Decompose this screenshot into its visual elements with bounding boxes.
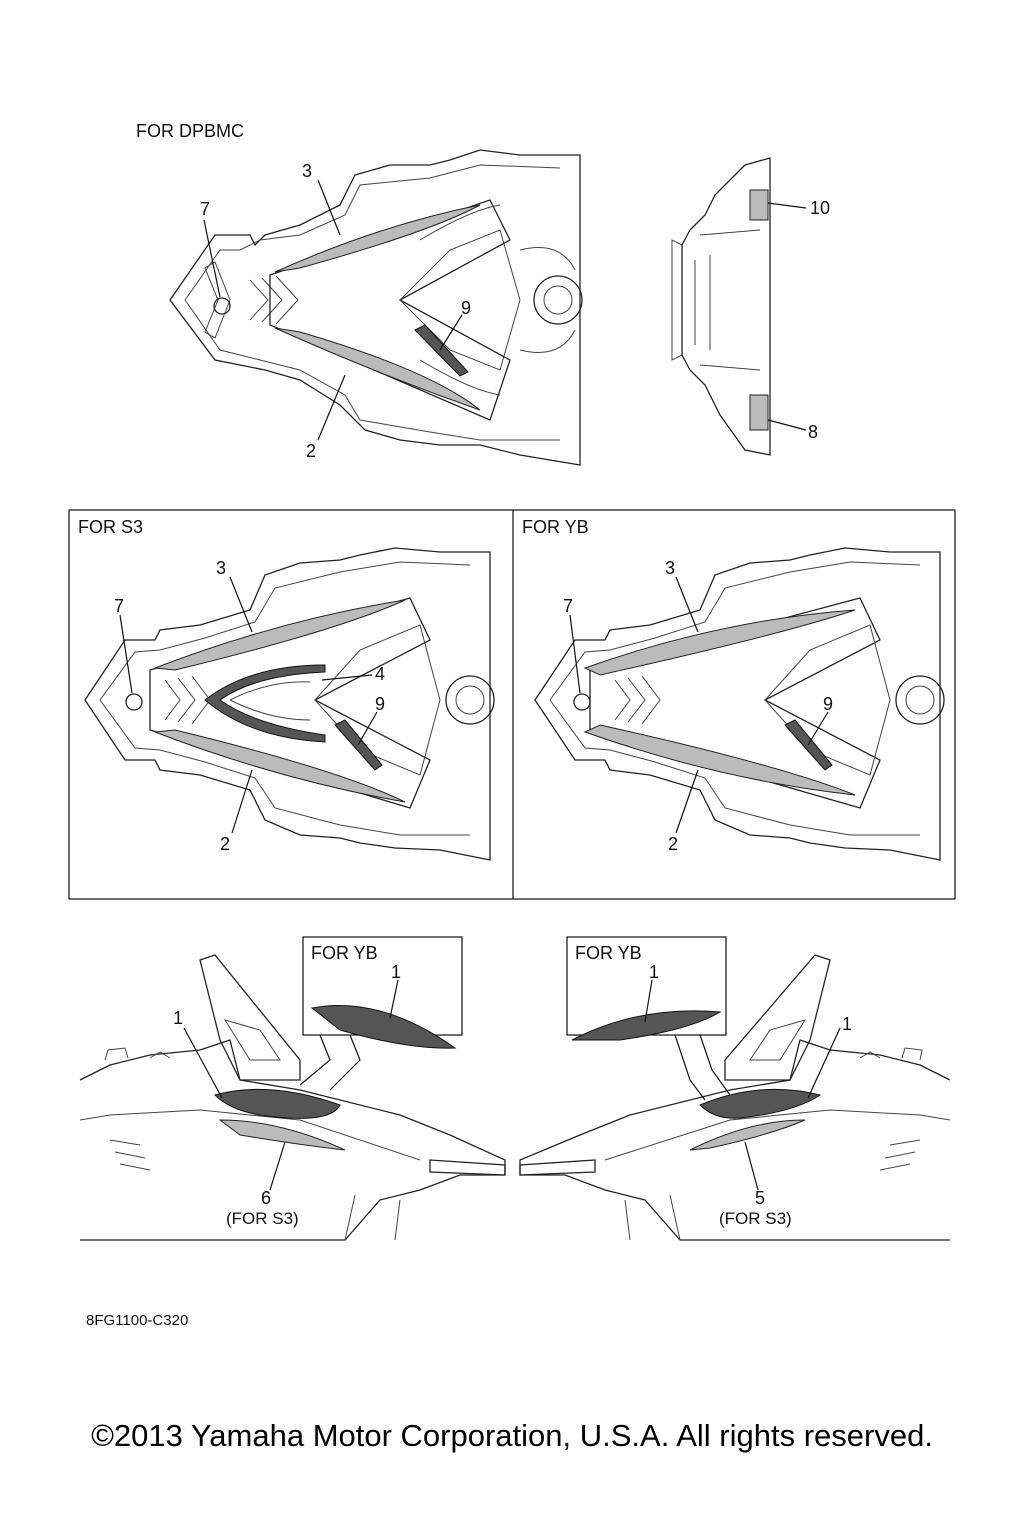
- callout-left-6-note: (FOR S3): [226, 1209, 299, 1228]
- callout-right-5: 5: [755, 1188, 765, 1208]
- callout-yb-2: 2: [668, 834, 678, 854]
- callout-top-2: 2: [306, 441, 316, 461]
- callout-left-1: 1: [173, 1008, 183, 1028]
- callout-left-6: 6: [261, 1188, 271, 1208]
- callout-yb-3: 3: [665, 558, 675, 578]
- right-side-view: FOR YB 1 1 5 (FOR S3): [519, 936, 951, 1241]
- callout-right-1: 1: [842, 1014, 852, 1034]
- s3-deck-view: FOR S3 7 3 4 9 2: [78, 517, 495, 861]
- heading-for-yb: FOR YB: [522, 517, 589, 537]
- callout-left-inset-1: 1: [391, 962, 401, 982]
- yb-deck-view: FOR YB 7 3 9 2: [522, 517, 945, 861]
- callout-right-5-note: (FOR S3): [719, 1209, 792, 1228]
- callout-top-3: 3: [302, 161, 312, 181]
- heading-right-inset-for-yb: FOR YB: [575, 943, 642, 963]
- callout-s3-7: 7: [114, 596, 124, 616]
- dpbmc-rear-view: 10 8: [671, 157, 830, 456]
- callout-s3-9: 9: [375, 694, 385, 714]
- callout-s3-4: 4: [375, 664, 385, 684]
- dpbmc-deck-view: FOR DPBMC 7 3 9 2: [136, 121, 583, 466]
- heading-for-s3: FOR S3: [78, 517, 143, 537]
- left-side-view: FOR YB 1 1 6 (FOR S3): [79, 936, 506, 1241]
- variant-frame: [68, 509, 956, 900]
- callout-yb-9: 9: [823, 694, 833, 714]
- diagram-code: 8FG1100-C320: [86, 1312, 188, 1329]
- callout-right-inset-1: 1: [649, 962, 659, 982]
- callout-s3-2: 2: [220, 834, 230, 854]
- callout-yb-7: 7: [563, 596, 573, 616]
- copyright-notice: ©2013 Yamaha Motor Corporation, U.S.A. A…: [91, 1418, 933, 1453]
- callout-top-8: 8: [808, 422, 818, 442]
- heading-left-inset-for-yb: FOR YB: [311, 943, 378, 963]
- callout-top-7: 7: [200, 199, 210, 219]
- callout-s3-3: 3: [216, 558, 226, 578]
- callout-top-9: 9: [461, 298, 471, 318]
- heading-for-dpbmc: FOR DPBMC: [136, 121, 244, 141]
- callout-top-10: 10: [810, 198, 830, 218]
